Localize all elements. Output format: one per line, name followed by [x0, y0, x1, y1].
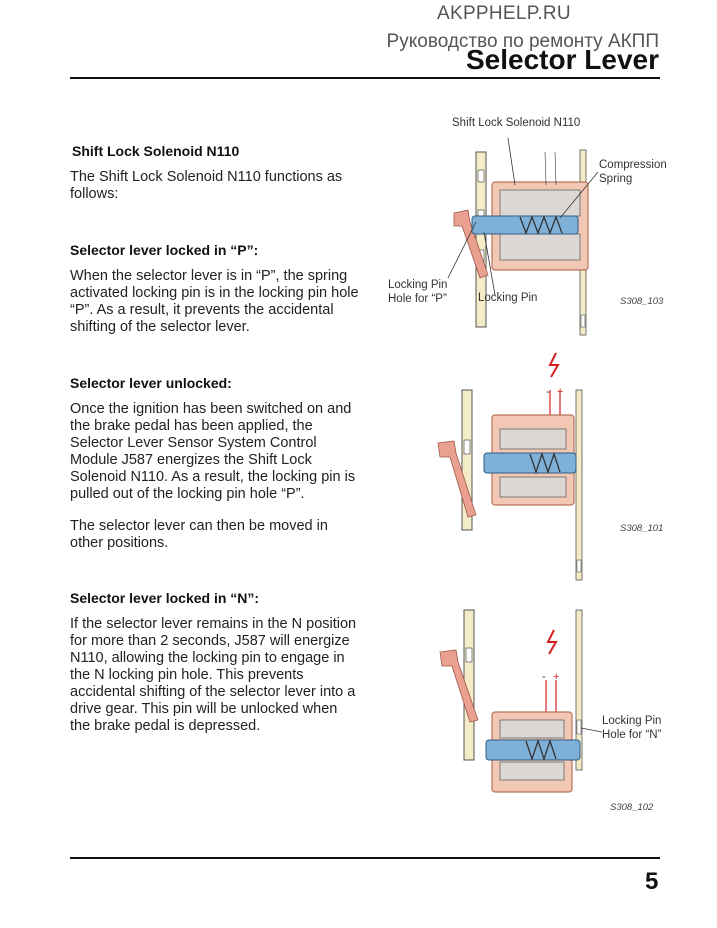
compression-spring — [519, 215, 563, 235]
power-icon — [548, 352, 560, 378]
label-solenoid: Shift Lock Solenoid N110 — [452, 117, 581, 129]
section-body: When the selector lever is in “P”, the s… — [70, 268, 359, 335]
label-compression-spring: Compression Spring — [599, 159, 667, 185]
label-hole-n: Locking Pin Hole for “N” — [602, 715, 662, 741]
minus-terminal: - — [542, 671, 546, 683]
figure-id: S308_101 — [620, 523, 664, 534]
figure-locked-n: - + Locking Pin Hole for “N” S308_102 — [380, 600, 680, 820]
figure-unlocked: - + S308_101 — [380, 345, 680, 585]
figure-id: S308_103 — [620, 296, 664, 307]
page-number: 5 — [645, 868, 659, 895]
section-body: The selector lever can then be moved in … — [70, 518, 328, 551]
section-heading: Selector lever locked in “N”: — [70, 590, 260, 606]
section-body: If the selector lever remains in the N p… — [70, 616, 357, 734]
minus-terminal: - — [546, 386, 550, 398]
solenoid-diagram-unlocked — [437, 352, 583, 581]
section-locked-n: Selector lever locked in “N”: If the sel… — [70, 590, 360, 735]
site-watermark: AKPPHELP.RU — [437, 3, 571, 24]
plus-terminal: + — [553, 671, 560, 683]
section-unlocked: Selector lever unlocked: Once the igniti… — [70, 375, 360, 552]
section-heading: Selector lever locked in “P”: — [70, 242, 259, 258]
solenoid-diagram-p — [447, 137, 599, 336]
header-subtitle: Руководство по ремонту АКПП — [386, 31, 659, 52]
figure-id: S308_102 — [610, 802, 654, 813]
label-hole-p: Locking Pin Hole for “P” — [388, 279, 448, 305]
section-heading: Shift Lock Solenoid N110 — [72, 143, 240, 159]
section-body: The Shift Lock Solenoid N110 functions a… — [70, 169, 343, 202]
label-locking-pin: Locking Pin — [478, 292, 538, 304]
section-locked-p: Selector lever locked in “P”: When the s… — [70, 242, 360, 336]
section-body: Once the ignition has been switched on a… — [70, 401, 356, 502]
footer-rule — [70, 857, 660, 859]
section-intro: Shift Lock Solenoid N110 The Shift Lock … — [70, 143, 360, 203]
selector-lever — [453, 209, 489, 279]
page-title: Selector Lever — [466, 44, 659, 75]
section-heading: Selector lever unlocked: — [70, 375, 232, 391]
header-rule — [70, 77, 660, 79]
plus-terminal: + — [557, 386, 564, 398]
solenoid-diagram-n — [439, 609, 603, 793]
figure-locked-p: Shift Lock Solenoid N110 Compression Spr… — [380, 110, 680, 340]
